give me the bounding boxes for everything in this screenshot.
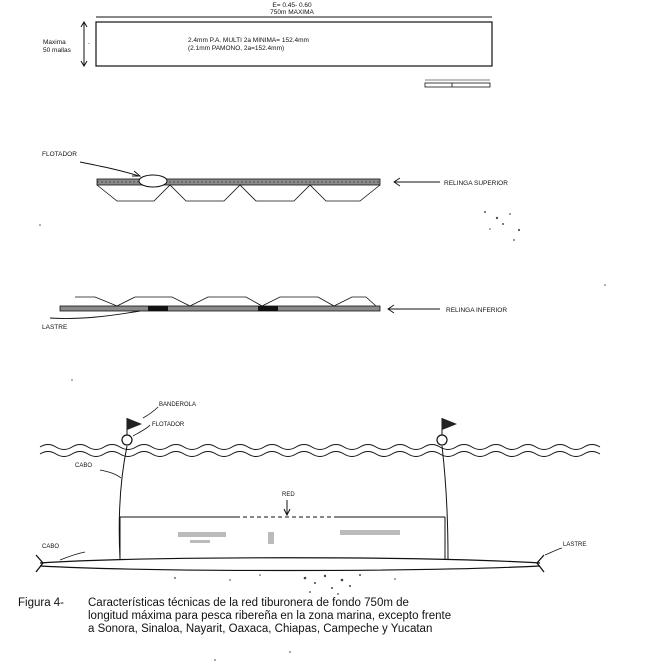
faded-net-text [178,530,400,544]
caption-line-2: longitud máxima para pesca ribereña en l… [88,610,452,622]
seabed-noise [174,574,396,661]
stretch-label: E= 0.45- 0.60 [272,2,312,9]
caption-body: Características técnicas de la red tibur… [88,597,628,636]
footrope-label: RELINGA INFERIOR [446,307,507,314]
net-outline [95,21,493,67]
footrope [59,305,381,312]
right-buoy-rope [441,445,449,560]
max-meshes-label: Maxima [43,39,66,46]
mesh-count-label: 50 mallas [43,47,72,54]
lead-weight-2 [258,306,278,311]
headrope-arrow [393,177,401,187]
float-label: FLOTADOR [42,151,77,158]
height-dimension-arrows [80,21,88,67]
right-flag [442,418,457,430]
left-flag [127,418,142,430]
bottom-rope [39,557,541,564]
water-surface [39,444,601,450]
rope-label: CABO [75,463,92,469]
lead-weight-1 [148,306,168,311]
headrope-footrope-panel: FLOTADOR RELINGA SUPERIOR LASTRE RELINGA… [39,151,606,381]
float-leader [79,161,140,177]
deployed-net-panel: BANDEROLA FLOTADOR CABO RED CABO [35,402,601,661]
net-arrow [283,508,291,517]
left-anchor [35,554,44,573]
scan-noise [39,211,606,381]
weight-label: LASTRE [42,324,68,331]
right-buoy [436,434,448,446]
height-tick-mark: - [88,41,90,47]
headrope-meshes [96,184,381,202]
bottom-rope-label: CABO [42,544,59,550]
caption-prefix: Figura 4- [18,597,65,609]
float [138,174,168,188]
flag-label: BANDEROLA [159,402,196,408]
net-spec-alt-label: (2.1mm PAMONO, 2a=152.4mm) [188,45,284,52]
buoy-label: FLOTADOR [152,422,185,428]
caption-line-3: a Sonora, Sinaloa, Nayarit, Oaxaca, Chia… [88,623,433,635]
seabed-line [39,565,541,572]
net-spec-label: 2.4mm P.A. MULTI 2a MINIMA= 152.4mm [188,37,309,44]
weight-leader [49,310,141,319]
right-anchor [536,554,545,573]
scale-bar [424,79,491,88]
anchor-weight-label: LASTRE [563,542,586,548]
max-length-label: 750m MAXIMA [270,9,314,16]
footrope-meshes [94,296,377,307]
caption-line-1: Características técnicas de la red tibur… [88,597,409,609]
footrope-arrow [387,304,395,314]
headrope-label: RELINGA SUPERIOR [444,180,508,187]
water-surface-2 [39,451,601,457]
net-dimensions-panel: E= 0.45- 0.60 750m MAXIMA 2.4mm P.A. MUL… [43,2,493,88]
net-label: RED [282,492,295,498]
left-buoy [121,434,133,446]
